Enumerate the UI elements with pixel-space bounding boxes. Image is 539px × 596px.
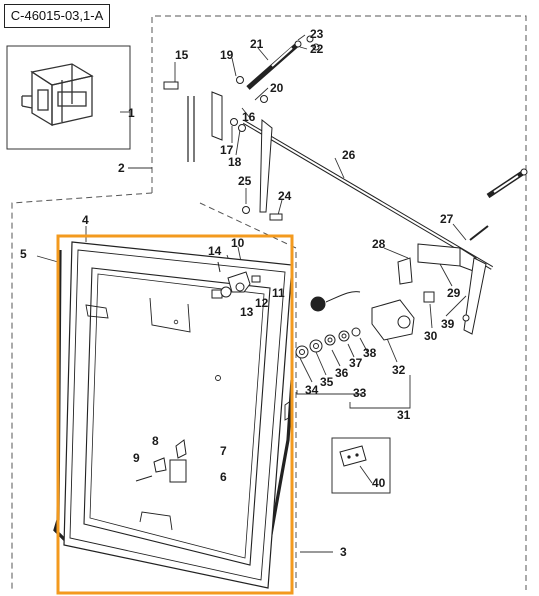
callout-29: 29	[447, 286, 461, 300]
callout-14: 14	[208, 244, 222, 258]
callout-20: 20	[270, 81, 284, 95]
callout-35: 35	[320, 375, 334, 389]
motor-assembly	[295, 291, 415, 359]
callout-23: 23	[310, 27, 324, 41]
door-window-frame	[53, 241, 294, 589]
callout-39: 39	[441, 317, 455, 331]
callout-38: 38	[363, 346, 377, 360]
callout-32: 32	[392, 363, 406, 377]
callout-18: 18	[228, 155, 242, 169]
callout-5: 5	[20, 247, 27, 261]
callout-24: 24	[278, 189, 292, 203]
callout-9: 9	[133, 451, 140, 465]
assembly-boundary-upper	[11, 15, 527, 590]
callout-16: 16	[242, 110, 256, 124]
callout-26: 26	[342, 148, 356, 162]
callout-2: 2	[118, 161, 125, 175]
callout-40: 40	[372, 476, 386, 490]
callout-21: 21	[250, 37, 264, 51]
callout-22: 22	[310, 42, 324, 56]
callout-28: 28	[372, 237, 386, 251]
callout-labels: 1 2 3 4 5 6 7 8 9 10 11 12 13 14 15 16 1…	[20, 27, 461, 559]
callout-31: 31	[397, 408, 411, 422]
handle-hardware	[135, 439, 187, 483]
part-40-inset	[331, 437, 391, 494]
actuator-mechanism	[163, 35, 528, 335]
callout-13: 13	[240, 305, 254, 319]
callout-10: 10	[231, 236, 245, 250]
highlight-frame	[56, 234, 294, 595]
callout-17: 17	[220, 143, 234, 157]
callout-15: 15	[175, 48, 189, 62]
latch-hardware	[211, 261, 261, 299]
callout-30: 30	[424, 329, 438, 343]
callout-6: 6	[220, 470, 227, 484]
callout-3: 3	[340, 545, 347, 559]
callout-27: 27	[440, 212, 454, 226]
callout-1: 1	[128, 106, 135, 120]
callout-25: 25	[238, 174, 252, 188]
callout-19: 19	[220, 48, 234, 62]
callout-33: 33	[353, 386, 367, 400]
callout-37: 37	[349, 356, 363, 370]
callout-36: 36	[335, 366, 349, 380]
callout-4: 4	[82, 213, 89, 227]
callout-12: 12	[255, 296, 269, 310]
callout-34: 34	[305, 383, 319, 397]
callout-7: 7	[220, 444, 227, 458]
callout-8: 8	[152, 434, 159, 448]
callout-11: 11	[272, 286, 285, 300]
figure-id-label: C-46015-03,1-A	[4, 4, 110, 28]
cab-thumbnail	[6, 45, 131, 150]
